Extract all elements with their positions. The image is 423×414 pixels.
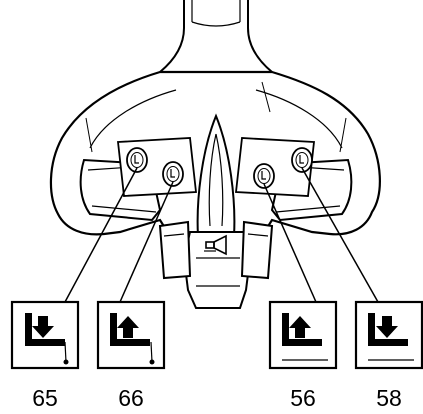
leader-line-65	[64, 167, 138, 303]
fork-raise-icon	[110, 313, 155, 365]
button-56	[253, 163, 275, 189]
symbol-box-56	[268, 300, 338, 370]
callout-number-65: 65	[32, 385, 58, 411]
callout-number-56: 56	[290, 385, 316, 411]
fork-raise-icon	[282, 313, 328, 361]
button-58	[291, 147, 313, 173]
center-block	[182, 231, 252, 309]
tiller-arm	[159, 0, 273, 73]
button-65	[126, 147, 148, 173]
button-66	[162, 161, 184, 187]
leader-line-66	[119, 181, 174, 303]
left-switch-panel	[117, 137, 197, 197]
leader-lines	[64, 167, 379, 303]
leader-line-56	[263, 183, 317, 303]
symbol-box-65	[10, 300, 80, 370]
symbol-box-66	[96, 300, 166, 370]
symbol-box-58	[354, 300, 423, 370]
callout-number-66: 66	[118, 385, 144, 411]
left-lower-block	[158, 220, 192, 280]
callout-number-58: 58	[376, 385, 402, 411]
right-switch-panel	[235, 137, 315, 197]
leader-line-58	[301, 167, 379, 303]
fork-lower-icon	[368, 313, 414, 361]
horn-icon	[204, 234, 227, 256]
fork-lower-icon	[25, 313, 69, 365]
right-lower-block	[240, 220, 274, 280]
